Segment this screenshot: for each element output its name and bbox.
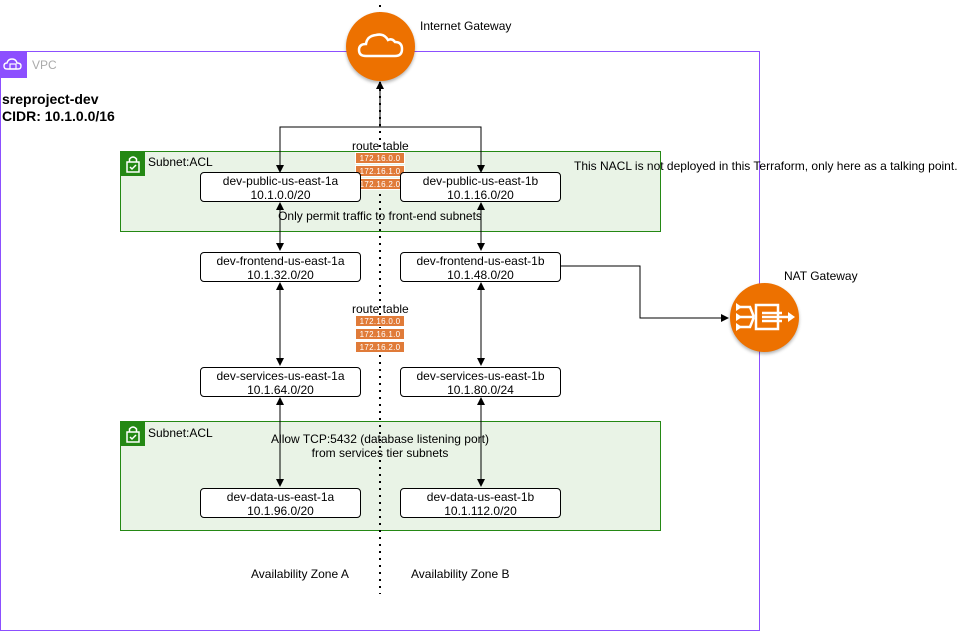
zone-a-label: Availability Zone A	[251, 567, 349, 581]
subnet-cidr: 10.1.0.0/20	[250, 188, 311, 202]
route-table-2-entry: 172.16.2.0	[355, 341, 405, 353]
link-frontend-nat	[561, 265, 729, 322]
subnet-name: dev-frontend-us-east-1a	[216, 254, 345, 268]
lock-icon	[121, 422, 145, 446]
subnet-name: dev-data-us-east-1b	[426, 490, 535, 504]
acl-data-label: Subnet:ACL	[148, 426, 213, 440]
subnet-name: dev-public-us-east-1b	[422, 174, 539, 188]
subnet-services-b: dev-services-us-east-1b 10.1.80.0/24	[400, 367, 561, 397]
subnet-name: dev-frontend-us-east-1b	[416, 254, 545, 268]
subnet-frontend-b: dev-frontend-us-east-1b 10.1.48.0/20	[400, 252, 561, 282]
subnet-name: dev-services-us-east-1a	[216, 369, 345, 383]
lock-icon	[121, 152, 145, 176]
vpc-icon	[0, 51, 27, 78]
nacl-note: This NACL is not deployed in this Terraf…	[574, 159, 958, 173]
subnet-cidr: 10.1.80.0/24	[447, 383, 514, 397]
acl-data-note-line1: Allow TCP:5432 (database listening port)	[271, 432, 489, 446]
subnet-data-a: dev-data-us-east-1a 10.1.96.0/20	[200, 488, 361, 518]
acl-data-note: Allow TCP:5432 (database listening port)…	[230, 432, 530, 460]
route-table-2-entry: 172.16.0.0	[355, 315, 405, 327]
acl-public-note: Only permit traffic to front-end subnets	[278, 209, 482, 223]
internet-gateway-label: Internet Gateway	[420, 19, 512, 33]
subnet-data-b: dev-data-us-east-1b 10.1.112.0/20	[400, 488, 561, 518]
route-table-1-label: route table	[352, 139, 409, 153]
subnet-name: dev-data-us-east-1a	[226, 490, 335, 504]
route-table-1-entry: 172.16.2.0	[355, 178, 405, 190]
subnet-cidr: 10.1.48.0/20	[447, 268, 514, 282]
subnet-public-a: dev-public-us-east-1a 10.1.0.0/20	[200, 172, 361, 202]
nat-gateway-icon	[730, 283, 799, 352]
acl-public-label: Subnet:ACL	[148, 155, 213, 169]
subnet-cidr: 10.1.16.0/20	[447, 188, 514, 202]
subnet-cidr: 10.1.64.0/20	[247, 383, 314, 397]
vpc-label: VPC	[32, 58, 57, 72]
subnet-name: dev-public-us-east-1a	[222, 174, 339, 188]
zone-b-label: Availability Zone B	[411, 567, 510, 581]
subnet-cidr: 10.1.32.0/20	[247, 268, 314, 282]
subnet-public-b: dev-public-us-east-1b 10.1.16.0/20	[400, 172, 561, 202]
nat-gateway-label: NAT Gateway	[784, 269, 858, 283]
vpc-cidr: CIDR: 10.1.0.0/16	[2, 108, 115, 124]
acl-data-note-line2: from services tier subnets	[311, 446, 449, 460]
subnet-services-a: dev-services-us-east-1a 10.1.64.0/20	[200, 367, 361, 397]
subnet-frontend-a: dev-frontend-us-east-1a 10.1.32.0/20	[200, 252, 361, 282]
vpc-name-text: sreproject-dev	[2, 91, 99, 107]
route-table-1-entry: 172.16.0.0	[355, 152, 405, 164]
subnet-name: dev-services-us-east-1b	[416, 369, 545, 383]
igw-route	[276, 126, 485, 173]
route-table-2-entry: 172.16.1.0	[355, 328, 405, 340]
vpc-name: sreproject-dev CIDR: 10.1.0.0/16	[2, 91, 115, 125]
route-table-1-entry: 172.16.1.0	[355, 165, 405, 177]
subnet-cidr: 10.1.96.0/20	[247, 504, 314, 518]
subnet-cidr: 10.1.112.0/20	[444, 504, 517, 518]
route-table-2-label: route table	[352, 302, 409, 316]
internet-gateway-icon	[346, 12, 415, 81]
